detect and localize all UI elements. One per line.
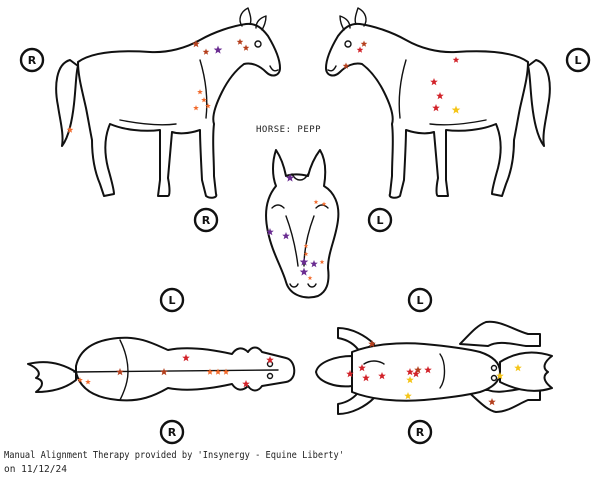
horse-top-tail: [27, 361, 77, 393]
treatment-star-red: [346, 370, 354, 378]
horse-bottom-tail: [499, 351, 553, 392]
treatment-star-red: [182, 354, 190, 362]
treatment-star-orange: [313, 199, 319, 204]
treatment-star-orange: [222, 368, 230, 375]
treatment-star-yellow: [404, 392, 412, 400]
marker-l-bottom-view: L: [407, 287, 433, 313]
marker-r-bottom-view-label: R: [416, 426, 425, 439]
treatment-star-purple: [299, 257, 309, 266]
horse-left-tail: [527, 59, 551, 147]
treatment-star-rust: [160, 368, 168, 376]
horse-top-view: [27, 336, 296, 402]
horse-name-label: HORSE: PEPP: [256, 125, 321, 135]
horse-left-side-view: [325, 7, 551, 199]
marker-l-face-label: L: [376, 214, 383, 227]
therapy-caption: Manual Alignment Therapy provided by 'In…: [4, 450, 344, 461]
marker-r-side: R: [19, 47, 45, 73]
marker-r-face-label: R: [202, 214, 211, 227]
treatment-star-orange: [214, 368, 222, 375]
marker-r-bottom-view: R: [407, 419, 433, 445]
treatment-star-red: [432, 104, 440, 112]
treatment-star-orange: [197, 89, 203, 95]
treatment-star-orange: [307, 275, 313, 280]
treatment-star-yellow: [406, 376, 414, 384]
treatment-star-rust: [202, 48, 210, 55]
treatment-star-rust: [360, 40, 368, 47]
treatment-star-purple: [285, 173, 295, 182]
treatment-stars: [66, 38, 522, 406]
treatment-star-red: [358, 364, 366, 372]
treatment-star-rust: [236, 38, 244, 45]
treatment-star-purple: [310, 260, 318, 268]
treatment-star-orange: [201, 97, 207, 103]
treatment-star-red: [378, 372, 386, 380]
treatment-star-rust: [192, 40, 200, 48]
treatment-star-red: [356, 46, 364, 53]
treatment-star-orange: [205, 103, 211, 109]
treatment-star-rust: [342, 62, 350, 69]
treatment-star-red: [430, 78, 438, 86]
horse-face-front-view: [265, 149, 340, 299]
horse-right-tail: [55, 59, 79, 147]
marker-r-top-view: R: [159, 419, 185, 445]
horse-left-body: [325, 22, 529, 199]
treatment-star-red: [452, 56, 460, 63]
marker-r-face: R: [193, 207, 219, 233]
horse-bottom-head: [315, 355, 353, 388]
horse-bottom-view: [315, 320, 553, 415]
treatment-star-rust: [488, 398, 496, 406]
treatment-star-red: [362, 374, 370, 382]
horse-bottom-hindleg-top: [459, 320, 541, 347]
treatment-star-orange: [85, 379, 91, 385]
marker-l-face: L: [367, 207, 393, 233]
horse-face-outline: [265, 149, 340, 299]
treatment-star-purple: [299, 267, 309, 276]
treatment-star-orange: [206, 368, 214, 375]
marker-l-side: L: [565, 47, 591, 73]
marker-l-bottom-view-label: L: [416, 294, 423, 307]
treatment-star-red: [406, 368, 414, 376]
marker-r-side-label: R: [28, 54, 37, 67]
treatment-star-yellow: [514, 364, 522, 372]
treatment-star-red: [242, 380, 250, 388]
treatment-star-orange: [66, 126, 74, 133]
treatment-star-yellow: [451, 105, 461, 114]
horse-top-body: [75, 336, 296, 402]
treatment-star-orange: [321, 201, 327, 206]
treatment-star-rust: [242, 44, 250, 51]
marker-l-top-view: L: [159, 287, 185, 313]
treatment-star-yellow: [496, 372, 504, 380]
marker-r-top-view-label: R: [168, 426, 177, 439]
treatment-star-rust: [414, 366, 422, 374]
treatment-star-orange: [193, 105, 199, 111]
treatment-star-red: [412, 370, 420, 378]
treatment-star-red: [424, 366, 432, 374]
horse-bottom-foreleg-top: [337, 327, 375, 353]
treatment-star-purple: [213, 45, 223, 54]
treatment-star-rust: [368, 340, 376, 348]
horse-bottom-hindleg-bottom: [465, 387, 541, 413]
marker-l-top-view-label: L: [168, 294, 175, 307]
treatment-star-orange: [303, 251, 309, 256]
treatment-star-red: [436, 92, 444, 100]
treatment-star-orange: [319, 259, 325, 264]
treatment-star-orange: [77, 377, 83, 383]
treatment-star-purple: [266, 228, 274, 236]
horse-right-body: [77, 22, 281, 199]
treatment-star-red: [266, 356, 274, 364]
treatment-star-rust: [116, 368, 124, 376]
treatment-star-orange: [303, 243, 309, 248]
marker-l-side-label: L: [574, 54, 581, 67]
treatment-star-purple: [282, 232, 290, 240]
therapy-date: on 11/12/24: [4, 464, 67, 475]
horse-right-side-view: [55, 7, 281, 199]
